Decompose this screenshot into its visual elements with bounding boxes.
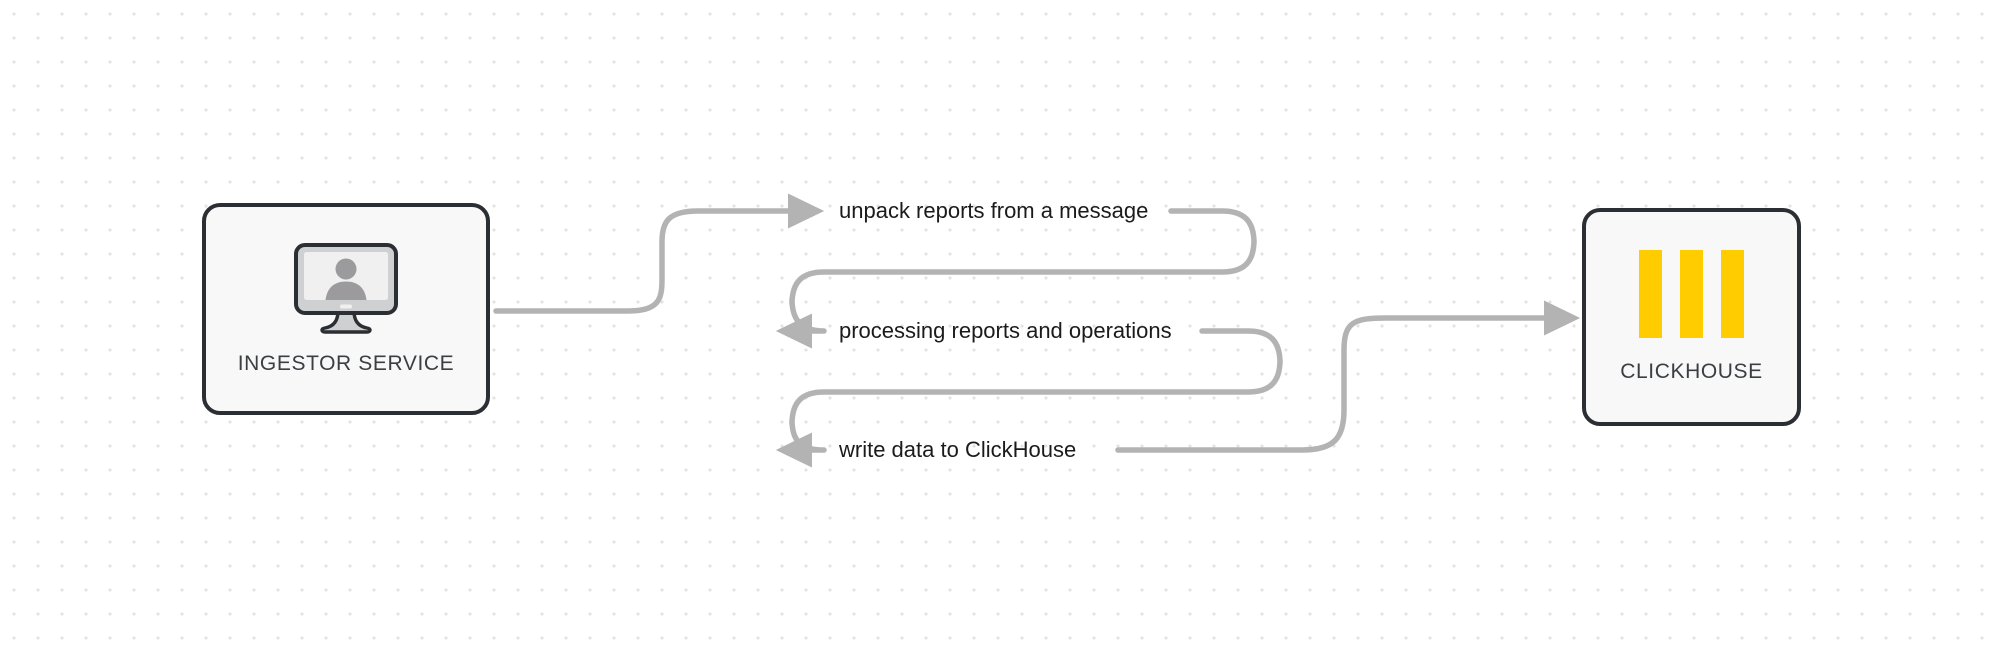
- node-ingestor-service[interactable]: INGESTOR SERVICE: [202, 203, 490, 415]
- edge-segment-label-0-to-label-1: [775, 208, 1257, 349]
- edge-segment-label-2-to-clickhouse: [1115, 300, 1581, 453]
- clickhouse-logo-icon: [1639, 250, 1744, 338]
- clickhouse-logo-bar: [1721, 250, 1744, 338]
- clickhouse-logo-bar: [1680, 250, 1703, 338]
- node-clickhouse-label: CLICKHOUSE: [1620, 360, 1763, 383]
- node-clickhouse[interactable]: CLICKHOUSE: [1582, 208, 1801, 426]
- edge-label-processing-reports: processing reports and operations: [839, 318, 1172, 343]
- node-ingestor-service-label: INGESTOR SERVICE: [237, 352, 455, 375]
- edge-segment-start-to-label-0: [493, 193, 825, 314]
- edge-segment-label-1-to-label-2: [775, 328, 1283, 468]
- clickhouse-logo-bar: [1639, 250, 1662, 338]
- monitor-user-icon: [292, 242, 400, 334]
- edge-label-write-data: write data to ClickHouse: [839, 437, 1077, 462]
- edge-label-unpack-reports: unpack reports from a message: [839, 198, 1149, 223]
